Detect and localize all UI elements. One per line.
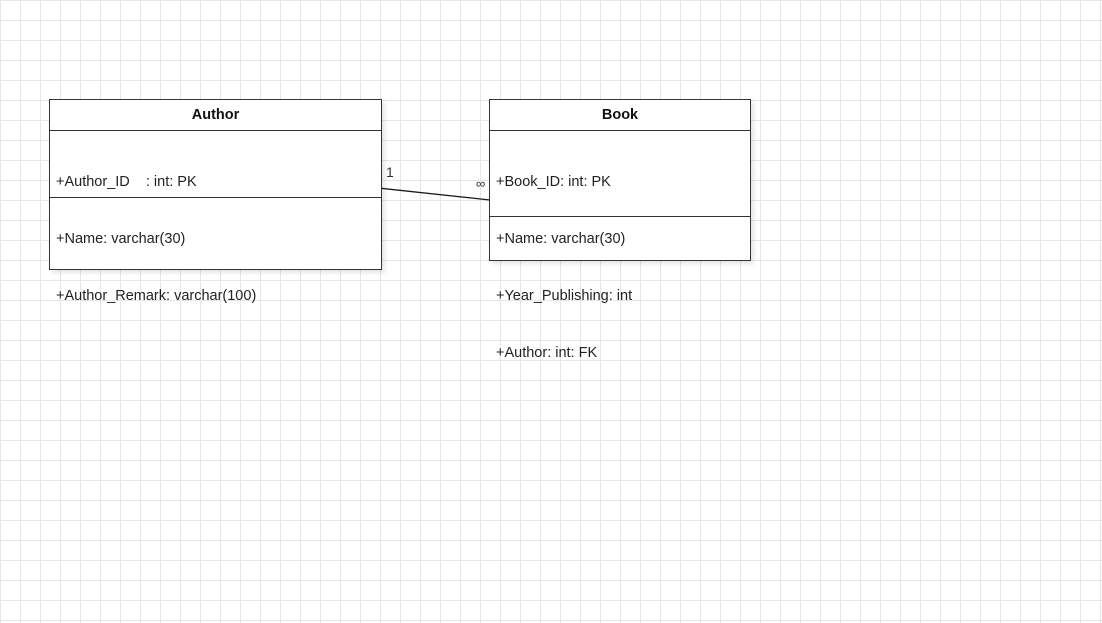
class-book-attributes: +Book_ID: int: PK +Name: varchar(30) +Ye…	[490, 131, 750, 361]
attribute-book-author[interactable]: +Author: int: FK	[496, 345, 598, 361]
class-author[interactable]: Author +Author_ID : int: PK +Name: varch…	[49, 99, 382, 304]
multiplicity-one-label[interactable]: 1	[386, 164, 394, 180]
attribute-book-id[interactable]: +Book_ID: int: PK	[496, 174, 611, 190]
association-line[interactable]	[377, 187, 491, 201]
attribute-author-id[interactable]: +Author_ID : int: PK	[56, 174, 197, 190]
attribute-author-remark[interactable]: +Author_Remark: varchar(100)	[56, 288, 257, 304]
class-author-methods	[50, 198, 381, 269]
attribute-book-name[interactable]: +Name: varchar(30)	[496, 231, 626, 247]
class-book[interactable]: Book +Book_ID: int: PK +Name: varchar(30…	[489, 99, 751, 361]
multiplicity-many-label[interactable]: ∞	[476, 176, 486, 191]
class-author-title: Author	[50, 100, 381, 131]
class-author-attributes: +Author_ID : int: PK +Name: varchar(30) …	[50, 131, 381, 304]
attribute-book-year[interactable]: +Year_Publishing: int	[496, 288, 633, 304]
attribute-author-name[interactable]: +Name: varchar(30)	[56, 231, 186, 247]
class-book-title: Book	[490, 100, 750, 131]
class-book-methods	[490, 217, 750, 260]
